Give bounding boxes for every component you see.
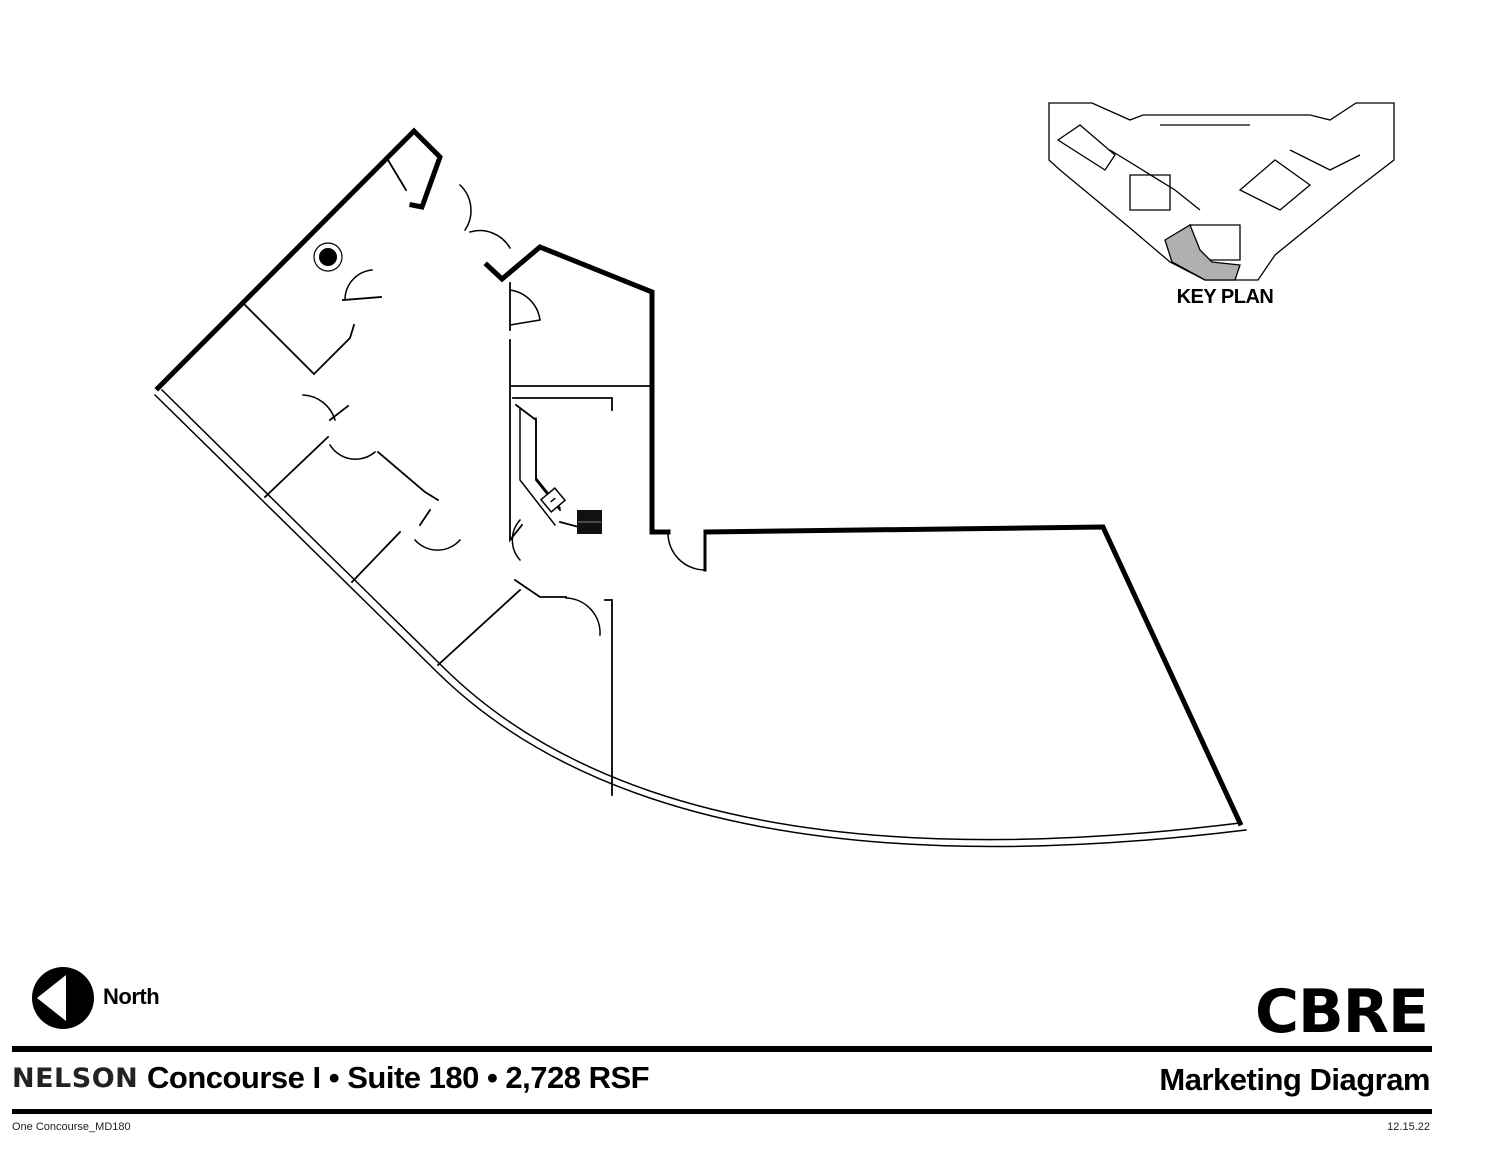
sink-icon [539,487,567,513]
nelson-logo: NELSON [12,1063,139,1094]
north-arrow-icon [32,967,94,1029]
curtain-wall-inner [160,388,1241,841]
title-rule-top [12,1046,1432,1052]
key-plan-label: KEY PLAN [1176,286,1274,308]
door [344,269,373,301]
issue-date: 12.15.22 [1387,1121,1430,1133]
north-label: North [103,984,160,1009]
door [511,518,522,562]
exterior-wall-east [703,524,1244,827]
door [458,183,472,232]
exterior-wall-northwest [154,127,443,392]
column-icon [319,248,337,266]
door [667,531,706,571]
page-title: Concourse I • Suite 180 • 2,728 RSF [147,1060,650,1095]
diagram-type-label: Marketing Diagram [1159,1062,1430,1097]
door-swings [302,183,706,636]
file-name: One Concourse_MD180 [12,1121,131,1133]
door [328,443,377,460]
door [302,394,336,421]
door [413,538,462,551]
door [565,597,601,636]
cbre-logo: CBRE [1255,977,1429,1047]
key-plan [1048,102,1395,281]
title-rule-bottom [12,1109,1432,1114]
exterior-wall-corridor [483,244,671,535]
door [469,229,512,250]
curtain-wall-outer [153,393,1247,848]
door [509,289,541,326]
key-plan-suite [1164,224,1241,281]
interior-partitions [241,158,651,796]
